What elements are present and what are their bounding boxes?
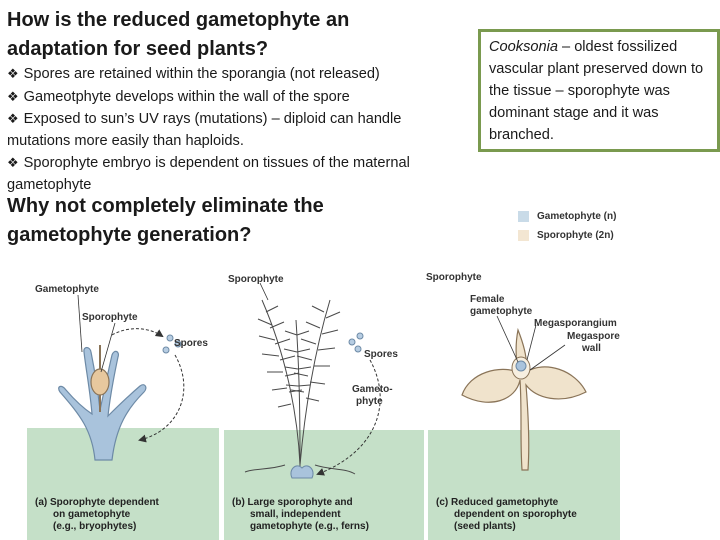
- label-gametophyte: Gametophyte: [35, 284, 99, 295]
- caption-c-line3: (seed plants): [454, 521, 516, 532]
- label-megasporangium: Megasporangium: [534, 318, 617, 329]
- bullet-item: Gameotphyte develops within the wall of …: [7, 86, 462, 109]
- label-sporophyte: Sporophyte: [82, 312, 138, 323]
- ground-a: [27, 428, 219, 540]
- sporophyte-capsule: [90, 368, 110, 396]
- legend: Gametophyte (n) Sporophyte (2n): [518, 207, 616, 245]
- label-sporophyte: Sporophyte: [426, 272, 482, 283]
- ground-b: [224, 430, 424, 540]
- bullet-item: Exposed to sun’s UV rays (mutations) – d…: [7, 108, 462, 152]
- seed-plant-sporophyte: [461, 327, 587, 471]
- bullet-item: Spores are retained within the sporangia…: [7, 63, 462, 86]
- spore: [166, 334, 174, 342]
- legend-label: Sporophyte (2n): [537, 230, 614, 241]
- panel-c: Sporophyte Female gametophyte Megasporan…: [426, 272, 620, 540]
- label-spores: Spores: [364, 349, 398, 360]
- label-sporophyte: Sporophyte: [228, 274, 284, 285]
- caption-c-line2: dependent on sporophyte: [454, 509, 577, 520]
- caption-a-line2: on gametophyte: [53, 509, 131, 520]
- caption-b-line3: gametophyte (e.g., ferns): [250, 521, 369, 532]
- label-megaspore-wall-1: Megaspore: [567, 331, 620, 342]
- caption-c-line1: (c) Reduced gametophyte: [436, 497, 559, 508]
- spore: [174, 340, 182, 348]
- spore: [348, 338, 356, 346]
- label-female-2: gametophyte: [470, 306, 533, 317]
- question-heading: Why not completely eliminate the gametop…: [7, 195, 324, 246]
- label-spores: Spores: [174, 338, 208, 349]
- legend-swatch: [518, 230, 529, 241]
- bullet-item: Sporophyte embryo is dependent on tissue…: [7, 152, 462, 196]
- legend-item-sporophyte: Sporophyte (2n): [518, 226, 616, 245]
- note-text: – oldest fossilized vascular plant prese…: [489, 39, 704, 143]
- caption-a-line3: (e.g., bryophytes): [53, 521, 136, 532]
- cooksonia-note-box: Cooksonia – oldest fossilized vascular p…: [478, 29, 720, 152]
- label-megaspore-wall-2: wall: [581, 343, 601, 354]
- legend-swatch: [518, 211, 529, 222]
- legend-label: Gametophyte (n): [537, 211, 617, 222]
- caption-a-line1: (a) Sporophyte dependent: [35, 497, 160, 508]
- fern-gametophyte: [290, 465, 314, 479]
- caption-b-line1: (b) Large sporophyte and: [232, 497, 353, 508]
- legend-item-gametophyte: Gametophyte (n): [518, 207, 616, 226]
- bullet-list: Spores are retained within the sporangia…: [7, 63, 462, 196]
- page-title: How is the reduced gametophyte an adapta…: [7, 9, 350, 60]
- label-gametophyte-1: Gameto-: [352, 384, 393, 395]
- spore: [354, 345, 362, 353]
- label-gametophyte-2: phyte: [356, 396, 383, 407]
- caption-b-line2: small, independent: [250, 509, 341, 520]
- panel-b: Sporophyte Spores Gameto- phyte (b) Larg…: [224, 274, 424, 540]
- spore: [162, 346, 170, 354]
- panel-a: Gametophyte Sporophyte Spores (a) Sporop…: [27, 284, 219, 540]
- female-gametophyte: [515, 360, 527, 372]
- spore: [356, 332, 364, 340]
- note-species: Cooksonia: [489, 39, 558, 55]
- label-female-1: Female: [470, 294, 505, 305]
